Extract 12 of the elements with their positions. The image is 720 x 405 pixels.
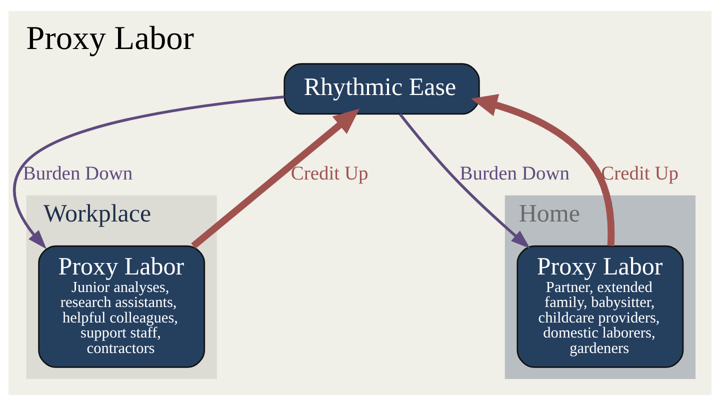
edge-label: Burden Down [460, 163, 570, 184]
node-box: Proxy Labor Partner, extended family, babysitter, childcare providers, domestic laborers, gardeners [516, 244, 684, 368]
node-box: Rhythmic Ease [284, 62, 480, 114]
edge-label: Burden Down [22, 163, 133, 184]
arrow [471, 94, 615, 246]
diagram-title: Proxy Labor [26, 19, 194, 56]
node-box: Proxy Labor Junior analyses, research assistants, helpful colleagues, support staff, contractors [38, 244, 206, 368]
edge-label: Credit Up [601, 163, 679, 184]
arrow [191, 108, 360, 248]
arrow [398, 112, 530, 248]
arrow [13, 94, 284, 249]
edge-label: Credit Up [290, 163, 368, 184]
